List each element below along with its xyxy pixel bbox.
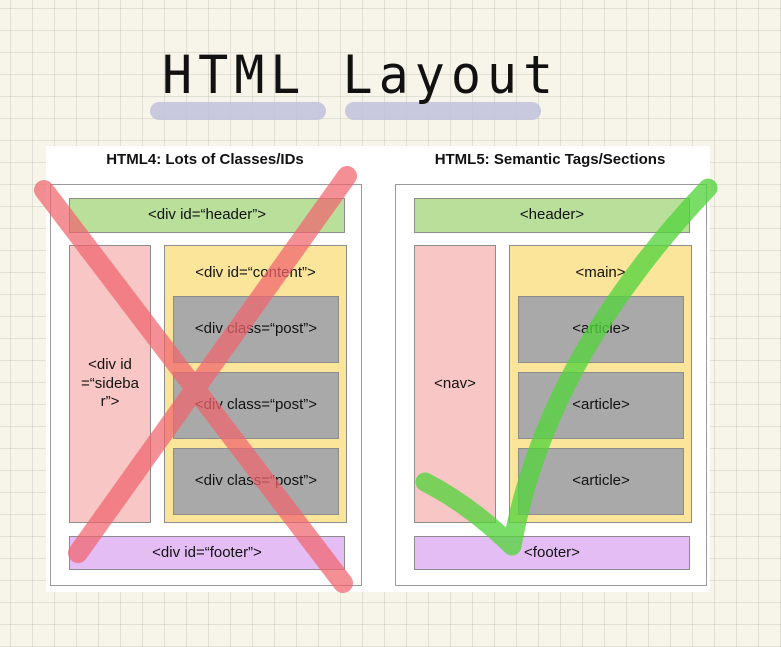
html4-post-box: <div class=“post”> <box>173 296 339 363</box>
title-highlight-right <box>345 102 541 120</box>
html4-footer-box: <div id=“footer”> <box>69 536 345 570</box>
html5-header-box: <header> <box>414 198 690 233</box>
html5-article-box: <article> <box>518 372 684 439</box>
html4-post-box: <div class=“post”> <box>173 448 339 515</box>
html5-article-box: <article> <box>518 448 684 515</box>
html4-header-box: <div id=“header”> <box>69 198 345 233</box>
html5-frame: <header> <nav> <main> <article> <article… <box>395 184 707 586</box>
html5-footer-box: <footer> <box>414 536 690 570</box>
html4-sidebar-label: <div id=“sidebar”> <box>81 355 139 411</box>
html4-content-box: <div id=“content”> <div class=“post”> <d… <box>164 245 347 523</box>
html5-heading: HTML5: Semantic Tags/Sections <box>434 151 666 168</box>
page-title: HTML Layout <box>162 44 560 106</box>
html5-article-box: <article> <box>518 296 684 363</box>
html5-nav-box: <nav> <box>414 245 496 523</box>
html4-sidebar-box: <div id=“sidebar”> <box>69 245 151 523</box>
html4-frame: <div id=“header”> <div id=“sidebar”> <di… <box>50 184 362 586</box>
html4-post-box: <div class=“post”> <box>173 372 339 439</box>
html4-content-label: <div id=“content”> <box>195 264 316 281</box>
title-area: HTML Layout <box>140 40 560 140</box>
html4-heading: HTML4: Lots of Classes/IDs <box>106 151 304 168</box>
html5-main-box: <main> <article> <article> <article> <box>509 245 692 523</box>
html5-main-label: <main> <box>575 264 626 281</box>
title-highlight-left <box>150 102 326 120</box>
